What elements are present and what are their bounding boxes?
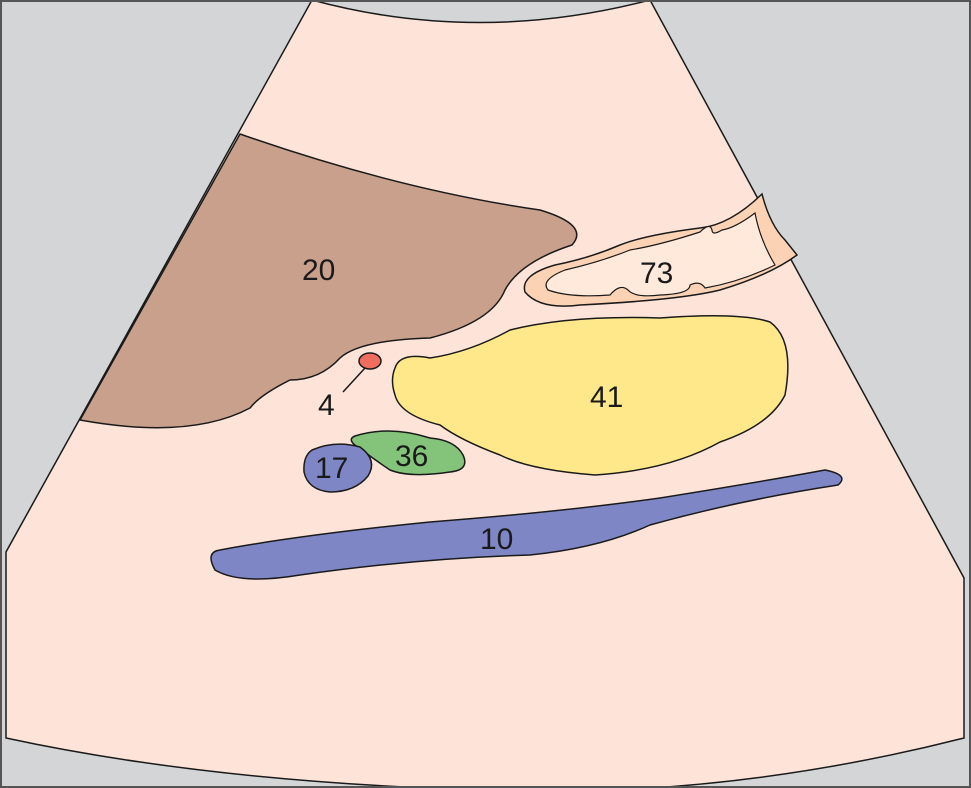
label-10: 10: [480, 523, 513, 556]
label-36: 36: [395, 440, 428, 473]
structure-17: [303, 443, 373, 493]
leader-line-4: [342, 367, 366, 393]
structure-4: [358, 352, 382, 370]
label-4: 4: [318, 389, 335, 422]
label-41: 41: [590, 381, 623, 414]
label-73: 73: [640, 257, 673, 290]
label-17: 17: [315, 452, 348, 485]
label-20: 20: [302, 254, 335, 287]
structure-20: [78, 133, 578, 429]
structure-10: [210, 469, 843, 580]
structure-73-inner: [545, 211, 776, 297]
structure-41: [391, 315, 789, 476]
